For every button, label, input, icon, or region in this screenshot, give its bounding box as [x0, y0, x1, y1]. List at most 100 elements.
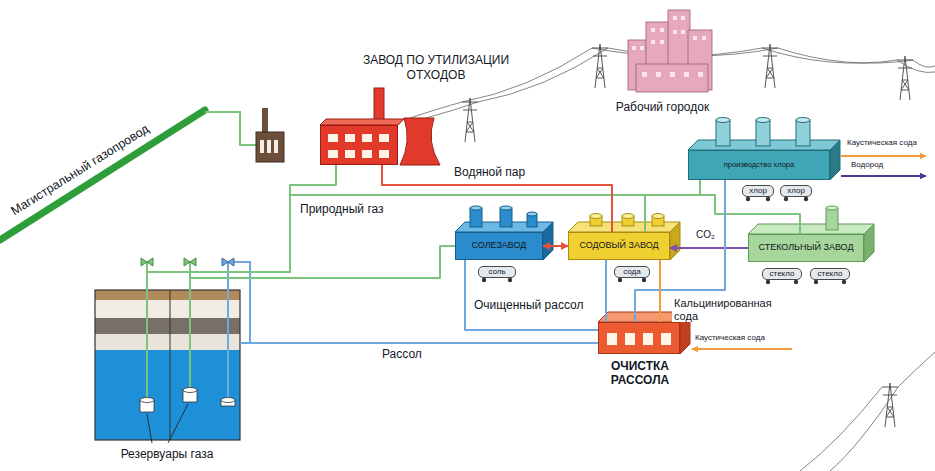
tank-wagon: стекло — [810, 268, 850, 280]
tank-wagon: хлор — [780, 185, 812, 197]
chlorine-plant-roof — [756, 120, 770, 146]
valve — [184, 258, 196, 266]
product-arrow — [841, 175, 926, 177]
soda-plant-roof — [622, 214, 634, 219]
workers-town: Рабочий городок — [605, 8, 720, 116]
node-label: соль — [488, 268, 505, 277]
power-wire — [913, 60, 935, 67]
chlorine-plant-roof — [688, 118, 840, 181]
pipe-connector — [147, 180, 700, 290]
flow-label: Очищенный рассол — [472, 299, 586, 313]
town-window — [698, 72, 703, 77]
geology-block — [95, 334, 240, 350]
node-label: стекло — [770, 270, 795, 279]
flow-label: CO₂ — [694, 229, 717, 241]
town-window — [651, 28, 655, 32]
output-label: Каустическая сода — [846, 138, 918, 147]
brine-purification: ОЧИСТКА РАССОЛА — [598, 322, 680, 354]
waste-plant-buildings — [260, 140, 264, 153]
node-label: производство хлора — [724, 161, 794, 169]
power-pylon — [897, 56, 913, 100]
power-wire — [762, 48, 897, 63]
glass-plant-roof — [826, 206, 838, 210]
geology-block — [95, 350, 240, 440]
wagon-wheel — [766, 197, 770, 201]
glass-plant-roof — [826, 208, 838, 230]
leader-line — [147, 414, 152, 443]
geology-block — [170, 290, 171, 440]
waste-plant-buildings — [374, 88, 384, 120]
waste-plant-buildings — [256, 132, 284, 162]
soda-plant-roof — [670, 222, 680, 260]
glass-plant: СТЕКОЛЬНЫЙ ЗАВОД — [748, 234, 864, 262]
town-window — [684, 72, 689, 77]
town-window — [702, 36, 706, 40]
town-window — [660, 40, 664, 44]
leader-line — [168, 404, 188, 443]
wagon-wheel — [766, 280, 770, 284]
chlorine-plant-roof — [796, 120, 810, 146]
pipe-connector — [659, 260, 661, 322]
valve — [141, 258, 153, 266]
salt-plant-roof — [500, 208, 512, 227]
town-window — [640, 46, 644, 50]
pipe-connector — [465, 260, 598, 330]
node-label: стекло — [818, 270, 843, 279]
gas-reservoir — [140, 398, 154, 403]
flow-label: Рассол — [380, 348, 424, 362]
valve — [222, 258, 234, 266]
power-pylon — [462, 98, 478, 142]
waste-plant-buildings — [267, 140, 271, 153]
window — [345, 150, 355, 158]
wagon-wheel — [746, 197, 750, 201]
glass-plant-roof — [748, 224, 874, 234]
well-pipe — [147, 262, 250, 398]
flow-label: Природный газ — [298, 203, 386, 217]
gas-pipe — [205, 112, 256, 145]
town-window — [681, 30, 685, 34]
node-label: Резервуары газа — [97, 447, 237, 461]
flow-label: Кальцинированная сода — [672, 297, 791, 322]
leader-line — [147, 404, 188, 443]
pipe-connector — [605, 260, 607, 322]
pipe-connector — [190, 246, 455, 290]
town-window — [673, 30, 677, 34]
window — [379, 150, 389, 158]
salt-plant-roof — [470, 208, 482, 227]
power-pylon — [882, 383, 898, 427]
pipe-connector — [382, 165, 612, 232]
wagon-wheel — [814, 280, 818, 284]
node-label: СОДОВЫЙ ЗАВОД — [579, 241, 658, 251]
wagon-wheel — [618, 278, 622, 282]
node-label: СТЕКОЛЬНЫЙ ЗАВОД — [758, 243, 853, 253]
window — [607, 333, 617, 345]
town-window — [632, 46, 636, 50]
window — [625, 333, 635, 345]
node-label: ЗАВОД ПО УТИЛИЗАЦИИ ОТХОДОВ — [351, 53, 521, 82]
town-window — [651, 40, 655, 44]
salt-plant-roof — [470, 206, 482, 210]
chlorine-plant-roof — [716, 118, 730, 123]
soda-plant-roof — [590, 214, 602, 219]
wagon-wheel — [804, 197, 808, 201]
chlorine-plant-roof — [716, 120, 730, 146]
pipe-connector — [543, 245, 568, 247]
wagon-wheel — [784, 197, 788, 201]
salt-plant: СОЛЕЗАВОД — [455, 232, 543, 260]
window — [328, 134, 338, 142]
geology-block — [95, 290, 240, 440]
pipeline-label: Магистральный газопровод — [8, 121, 153, 219]
waste-plant-buildings — [256, 88, 440, 165]
gas-main-pipeline — [0, 110, 205, 240]
chlorine-plant-roof — [830, 140, 840, 180]
geology-block — [95, 290, 240, 440]
soda-plant-roof — [568, 214, 680, 261]
town-window — [660, 28, 664, 32]
town-window — [670, 72, 675, 77]
town-window — [632, 16, 706, 77]
tank-wagon: соль — [478, 266, 516, 278]
power-wire — [778, 48, 913, 63]
window — [328, 150, 338, 158]
